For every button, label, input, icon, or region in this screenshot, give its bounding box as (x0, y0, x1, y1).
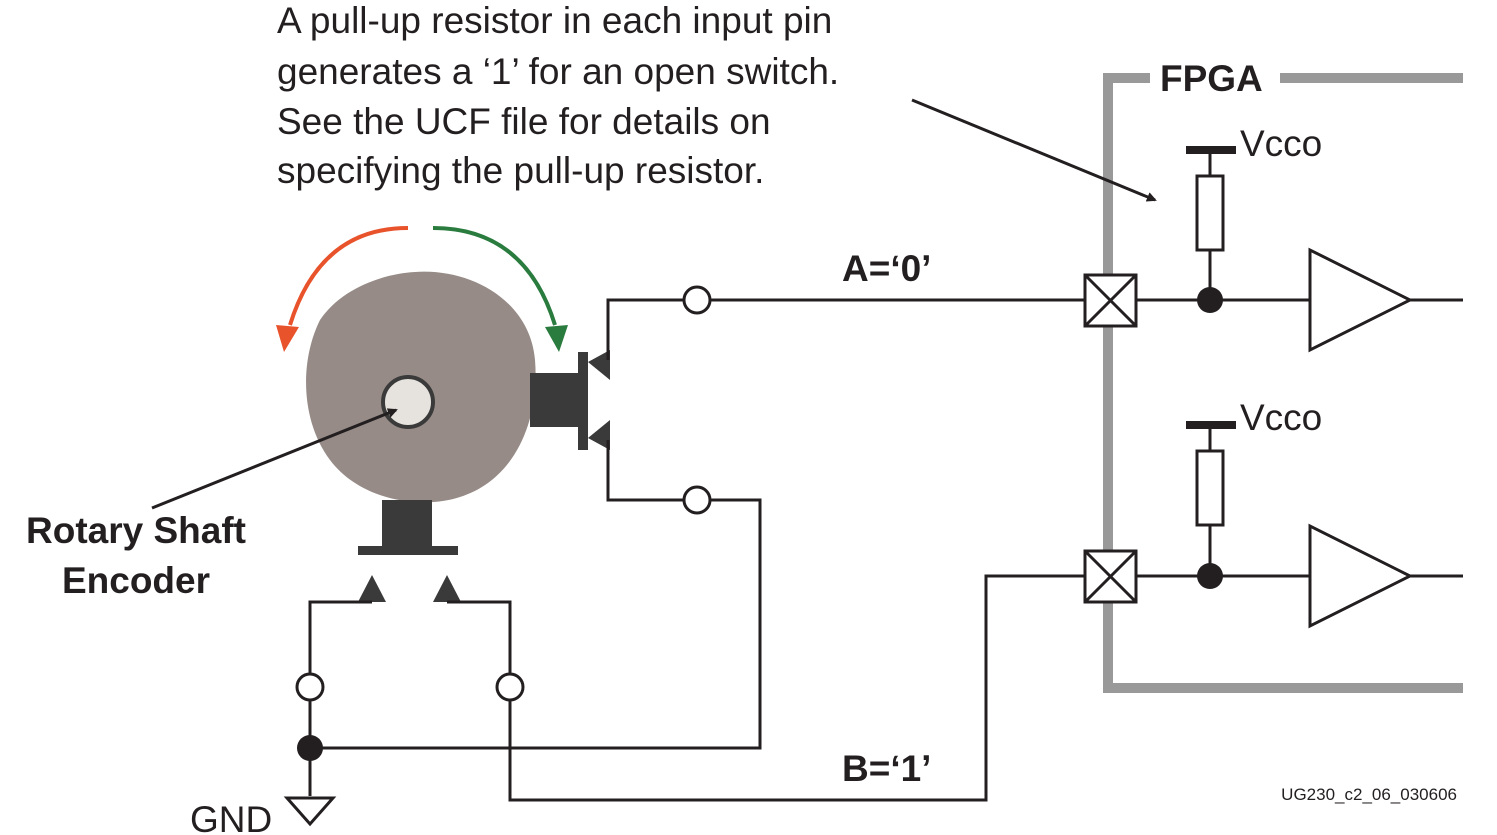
vcco-label-top: Vcco (1240, 123, 1322, 164)
encoder-bottom-bar (358, 546, 458, 555)
wire-left-contact (308, 600, 372, 674)
switch-a-contact-tip (588, 350, 610, 380)
encoder-label-line-1: Rotary Shaft (26, 510, 246, 551)
callout-line-2: generates a ‘1’ for an open switch. (277, 51, 839, 92)
ground-symbol (283, 796, 337, 827)
terminal-b (682, 485, 712, 515)
wire-a-stub (606, 298, 684, 360)
terminal-a (682, 285, 712, 315)
wire-b-to-ground (310, 498, 762, 750)
ccw-rotation-arrowhead (276, 325, 299, 352)
ground-junction-dot (297, 735, 323, 761)
encoder-label-line-2: Encoder (62, 560, 210, 601)
cw-rotation-arc (432, 226, 557, 326)
encoder-shaft (381, 375, 435, 429)
encoder-bottom-stem (382, 500, 432, 548)
switch-a-contact-bar (578, 352, 588, 450)
figure-id: UG230_c2_06_030606 (1281, 785, 1457, 804)
fpga-label: FPGA (1160, 58, 1263, 99)
switch-b-contact-tip (588, 420, 610, 450)
wire-b-signal (508, 574, 1085, 802)
pullup-resistor-b (1195, 449, 1225, 527)
terminal-common-left (295, 672, 325, 702)
vcco-bar-a (1186, 146, 1236, 154)
input-buffer-a (1308, 247, 1414, 353)
ccw-rotation-arc (288, 226, 409, 326)
fpga-boundary (1103, 73, 1463, 693)
ground-label: GND (190, 799, 272, 835)
input-pin-a (1083, 273, 1138, 328)
vcco-bar-b (1186, 421, 1236, 429)
wire-right-contact (447, 600, 512, 674)
common-contact-right-tip (433, 575, 461, 602)
encoder-label-pointer-arrow (151, 408, 398, 510)
encoder-right-block (530, 373, 578, 427)
callout-line-3: See the UCF file for details on (277, 101, 771, 142)
callout-line-4: specifying the pull-up resistor. (277, 150, 764, 191)
callout-pointer-arrow (911, 98, 1157, 202)
pullup-a-junction-dot (1197, 287, 1223, 313)
callout-line-1: A pull-up resistor in each input pin (277, 0, 832, 41)
common-contact-left-tip (358, 575, 386, 602)
wire-b-stub (606, 440, 684, 502)
callout-text: A pull-up resistor in each input pin gen… (277, 0, 839, 191)
cw-rotation-arrowhead (545, 325, 568, 352)
input-pin-b (1083, 549, 1138, 604)
signal-b-label: B=‘1’ (842, 748, 931, 789)
vcco-label-bottom: Vcco (1240, 397, 1322, 438)
pullup-b-junction-dot (1197, 563, 1223, 589)
input-buffer-b (1308, 523, 1414, 629)
terminal-common-right (495, 672, 525, 702)
signal-a-label: A=‘0’ (842, 248, 931, 289)
pullup-resistor-a (1195, 174, 1225, 252)
